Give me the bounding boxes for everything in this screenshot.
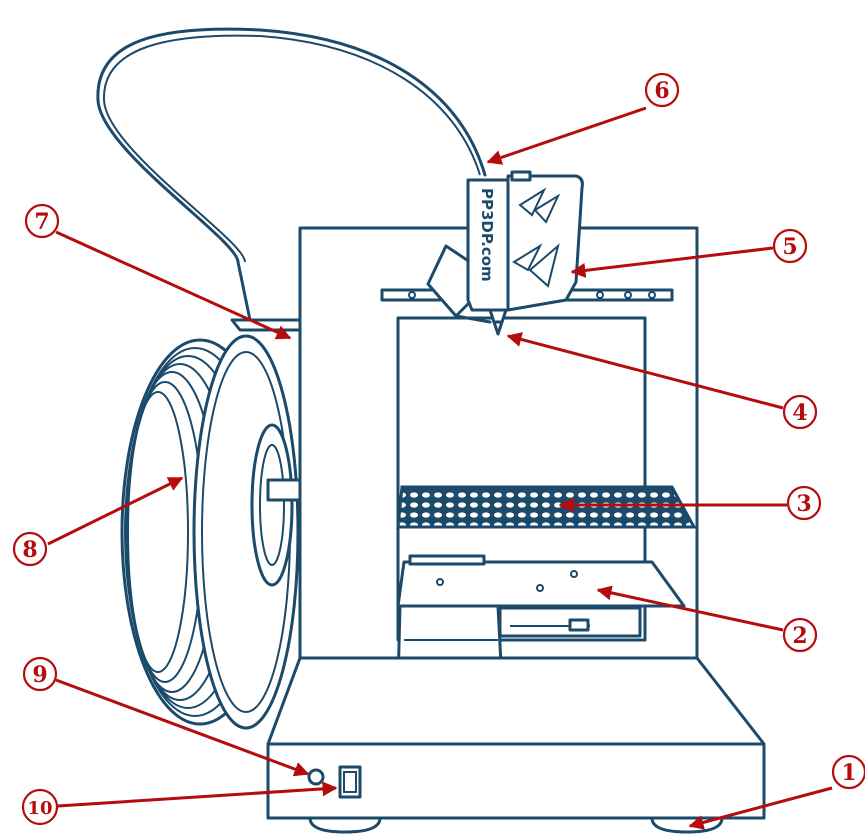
svg-text:2: 2 xyxy=(792,623,807,649)
filament-entry xyxy=(236,260,252,322)
platform-bracket xyxy=(408,554,486,566)
brand-label: PP3DP.com xyxy=(478,188,496,282)
svg-text:8: 8 xyxy=(22,537,37,563)
filament-spool xyxy=(120,334,307,730)
arrow-6 xyxy=(486,106,647,165)
svg-text:1: 1 xyxy=(841,760,856,786)
svg-text:10: 10 xyxy=(27,798,52,819)
callout-4: 4 xyxy=(782,394,818,430)
callout-8: 8 xyxy=(12,531,48,567)
callout-1: 1 xyxy=(831,754,865,790)
svg-text:7: 7 xyxy=(34,209,49,235)
callout-6: 6 xyxy=(644,72,680,108)
callout-5: 5 xyxy=(772,228,808,264)
svg-text:3: 3 xyxy=(796,491,811,517)
filament-tube xyxy=(96,27,487,264)
power-led xyxy=(307,768,325,786)
arrow-5 xyxy=(570,246,774,278)
svg-text:5: 5 xyxy=(782,234,797,260)
callout-2: 2 xyxy=(782,617,818,653)
build-plate-mesh xyxy=(396,485,697,529)
arrow-8 xyxy=(47,476,184,546)
arrow-7 xyxy=(55,230,292,340)
printer-base-top xyxy=(266,656,766,746)
arrow-2 xyxy=(596,585,784,632)
callout-9: 9 xyxy=(22,656,58,692)
callout-7: 7 xyxy=(24,203,60,239)
arrow-1 xyxy=(688,786,833,830)
arrow-9 xyxy=(55,678,310,777)
filament-tube-inner xyxy=(102,34,481,263)
arrow-4 xyxy=(506,332,784,410)
foot-left xyxy=(308,816,382,834)
callout-3: 3 xyxy=(786,485,822,521)
svg-text:4: 4 xyxy=(792,400,807,426)
arrow-10 xyxy=(57,781,338,808)
callout-10: 10 xyxy=(21,788,59,826)
svg-text:9: 9 xyxy=(32,662,47,688)
svg-text:6: 6 xyxy=(654,78,669,104)
print-head: PP3DP.com xyxy=(466,170,584,336)
